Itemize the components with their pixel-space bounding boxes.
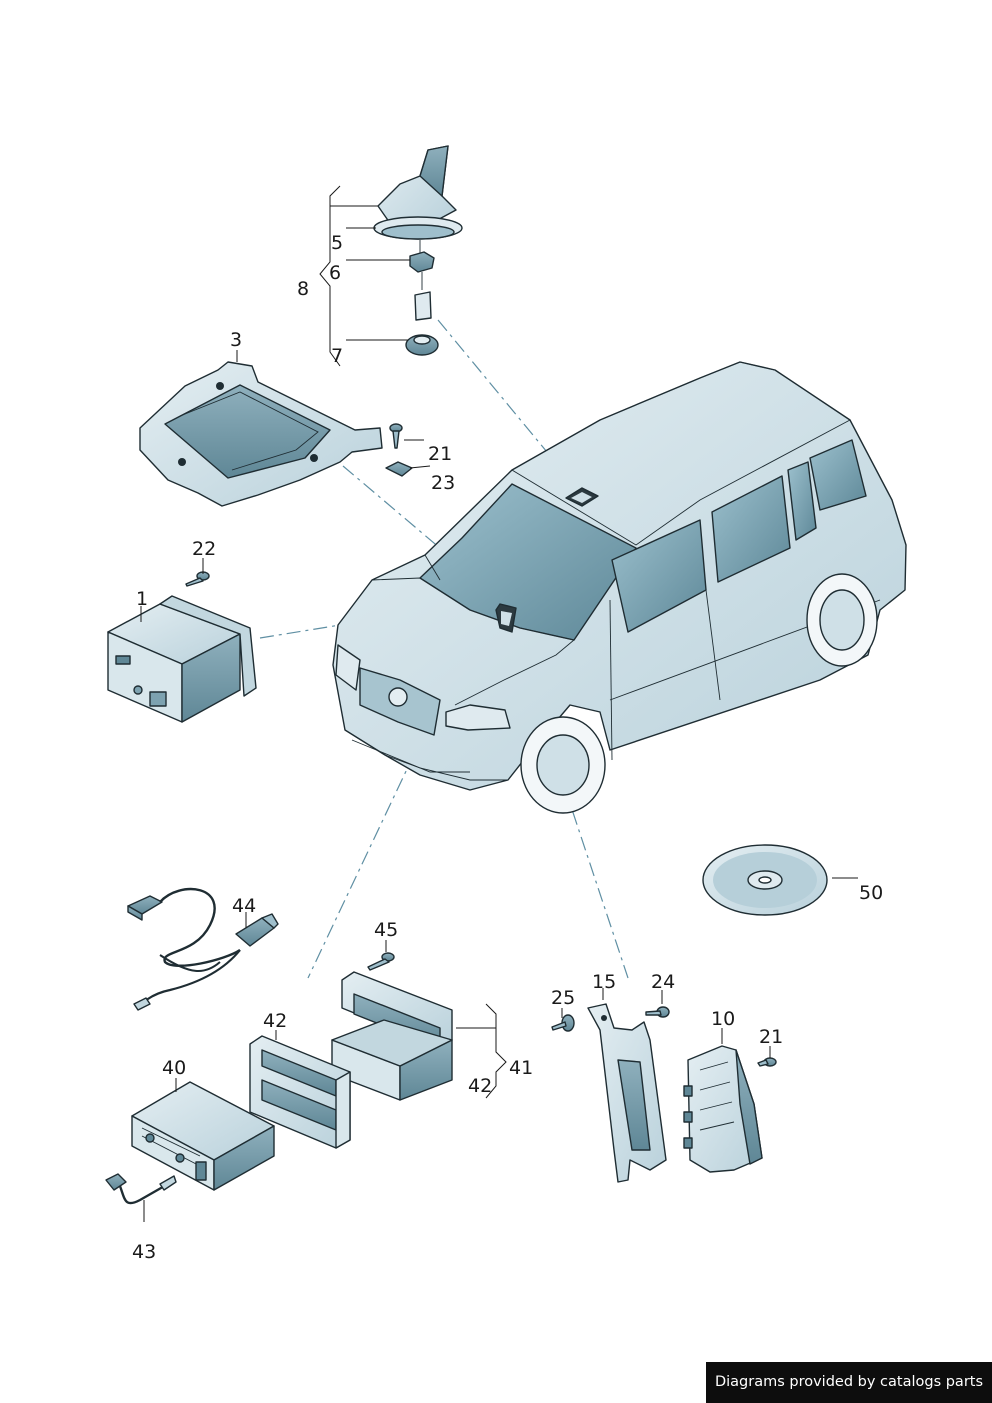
callout-leaders bbox=[140, 185, 858, 1222]
callout-21-right: 21 bbox=[759, 1026, 783, 1048]
disc-50 bbox=[702, 844, 828, 916]
radio-unit-40 bbox=[131, 1081, 275, 1191]
callout-24: 24 bbox=[651, 971, 675, 993]
callout-42-right: 42 bbox=[468, 1075, 492, 1097]
callout-50: 50 bbox=[859, 882, 883, 904]
mounting-bracket bbox=[139, 361, 383, 507]
callout-43: 43 bbox=[132, 1241, 156, 1263]
screw-24 bbox=[645, 1006, 670, 1018]
callout-40: 40 bbox=[162, 1057, 186, 1079]
antenna-cable-43 bbox=[105, 1173, 177, 1205]
callout-44: 44 bbox=[232, 895, 256, 917]
control-unit-1 bbox=[107, 595, 257, 723]
callout-6: 6 bbox=[329, 262, 341, 284]
callout-41: 41 bbox=[509, 1057, 533, 1079]
callout-21-top: 21 bbox=[428, 443, 452, 465]
screw-25 bbox=[551, 1014, 575, 1032]
antenna-assembly bbox=[373, 145, 463, 356]
callout-1: 1 bbox=[136, 588, 148, 610]
cable-harness-44 bbox=[127, 887, 279, 1011]
callout-15: 15 bbox=[592, 971, 616, 993]
callout-23: 23 bbox=[431, 472, 455, 494]
adapter-frame-42 bbox=[249, 1035, 351, 1149]
callout-7: 7 bbox=[331, 345, 343, 367]
callout-22: 22 bbox=[192, 538, 216, 560]
callout-25: 25 bbox=[551, 987, 575, 1009]
credit-banner: Diagrams provided by catalogs parts bbox=[706, 1362, 992, 1403]
screw-21-right bbox=[757, 1057, 777, 1067]
mounting-frame-41 bbox=[331, 971, 453, 1101]
bracket-15 bbox=[587, 1003, 667, 1183]
vehicle-illustration bbox=[332, 361, 907, 814]
screw-45 bbox=[367, 952, 395, 971]
clip-23 bbox=[385, 461, 413, 477]
control-module-10 bbox=[683, 1045, 763, 1173]
screw-22 bbox=[185, 571, 210, 587]
callout-labels: 1 3 5 6 7 8 10 15 21 21 22 23 24 25 40 4… bbox=[132, 232, 883, 1263]
screw-21-top bbox=[389, 423, 403, 449]
callout-3: 3 bbox=[230, 329, 242, 351]
callout-8: 8 bbox=[297, 278, 309, 300]
callout-42-left: 42 bbox=[263, 1010, 287, 1032]
callout-10: 10 bbox=[711, 1008, 735, 1030]
callout-5: 5 bbox=[331, 232, 343, 254]
callout-45: 45 bbox=[374, 919, 398, 941]
